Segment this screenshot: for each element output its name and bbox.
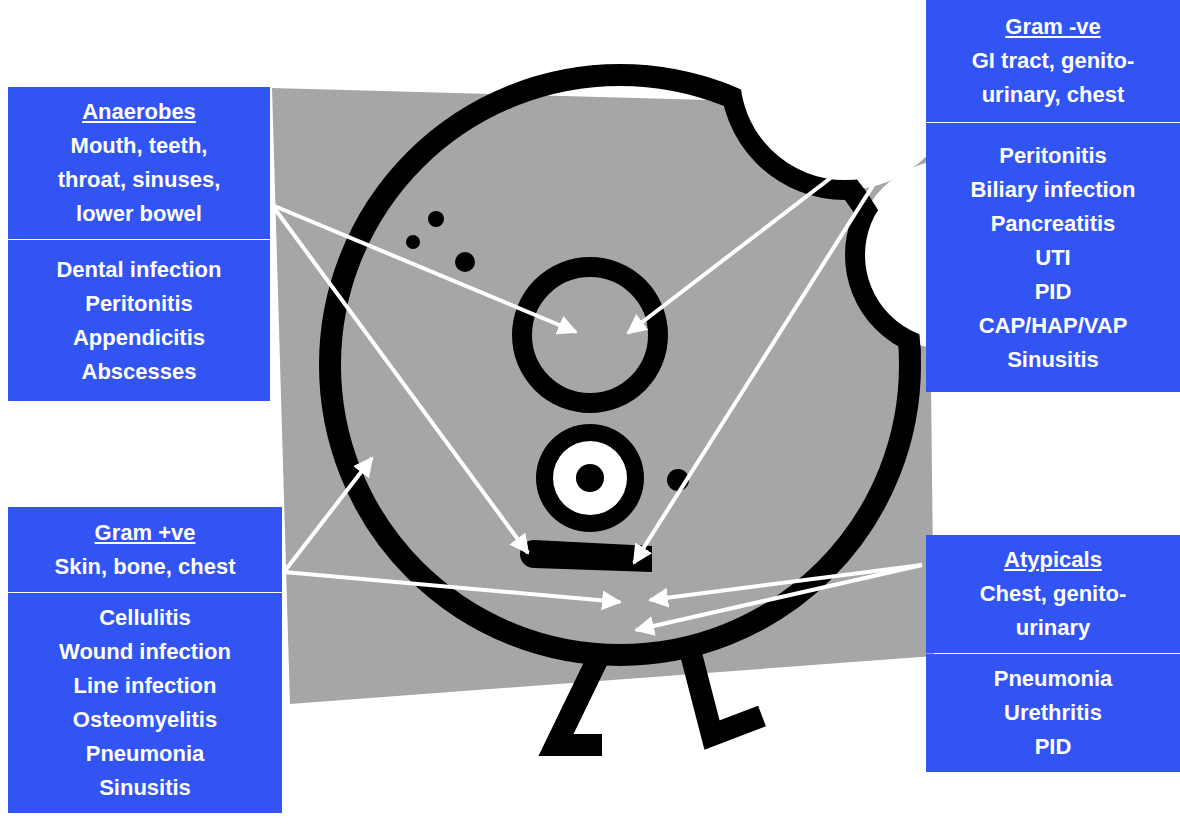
- infection-item: UTI: [1035, 241, 1070, 275]
- infection-list-box: Dental infectionPeritonitisAppendicitisA…: [8, 240, 270, 401]
- category-sites: Chest, genito-urinary: [956, 577, 1150, 645]
- infection-item: Sinusitis: [99, 771, 191, 805]
- eye-outer: [536, 424, 644, 532]
- infection-item: Biliary infection: [970, 173, 1135, 207]
- infection-item: Osteomyelitis: [73, 703, 217, 737]
- infection-list-box: PneumoniaUrethritisPID: [926, 654, 1180, 772]
- infection-item: Urethritis: [1004, 696, 1102, 730]
- infection-item: Peritonitis: [85, 287, 193, 321]
- infection-item: Pneumonia: [86, 737, 205, 771]
- category-box: AtypicalsChest, genito-urinary: [926, 535, 1180, 653]
- eye-white: [553, 441, 627, 515]
- right-leg: [690, 650, 762, 735]
- infection-item: Pneumonia: [994, 662, 1113, 696]
- dot: [455, 252, 475, 272]
- left-leg: [556, 650, 602, 745]
- infection-item: Dental infection: [56, 253, 221, 287]
- dot: [428, 211, 444, 227]
- category-box: Gram +veSkin, bone, chest: [8, 507, 282, 592]
- infection-item: Cellulitis: [99, 601, 191, 635]
- inner-ring: [522, 267, 658, 403]
- eye-pupil: [576, 464, 604, 492]
- leader-arrows: [272, 108, 922, 630]
- category-heading: Gram +ve: [95, 516, 196, 550]
- infection-item: PID: [1035, 730, 1072, 764]
- infection-item: Line infection: [74, 669, 217, 703]
- infection-item: Abscesses: [82, 355, 197, 389]
- infection-item: PID: [1035, 275, 1072, 309]
- infection-item: Peritonitis: [999, 139, 1107, 173]
- category-heading: Atypicals: [1004, 543, 1102, 577]
- dot: [406, 235, 420, 249]
- infection-list-box: CellulitisWound infectionLine infectionO…: [8, 593, 282, 813]
- category-box: Gram -veGI tract, genito- urinary, chest: [926, 0, 1180, 122]
- infection-list-box: PeritonitisBiliary infectionPancreatitis…: [926, 123, 1180, 392]
- infection-item: CAP/HAP/VAP: [979, 309, 1128, 343]
- category-box: AnaerobesMouth, teeth, throat, sinuses, …: [8, 87, 270, 239]
- category-sites: GI tract, genito- urinary, chest: [938, 44, 1168, 112]
- infection-item: Appendicitis: [73, 321, 205, 355]
- body-ring: [330, 75, 910, 655]
- infection-item: Sinusitis: [1007, 343, 1099, 377]
- category-sites: Skin, bone, chest: [55, 550, 236, 584]
- category-sites: Mouth, teeth, throat, sinuses, lower bow…: [34, 129, 244, 231]
- infection-item: Pancreatitis: [991, 207, 1116, 241]
- category-heading: Gram -ve: [1005, 10, 1100, 44]
- category-heading: Anaerobes: [82, 95, 196, 129]
- mouth-bar: [520, 540, 652, 572]
- infection-item: Wound infection: [59, 635, 231, 669]
